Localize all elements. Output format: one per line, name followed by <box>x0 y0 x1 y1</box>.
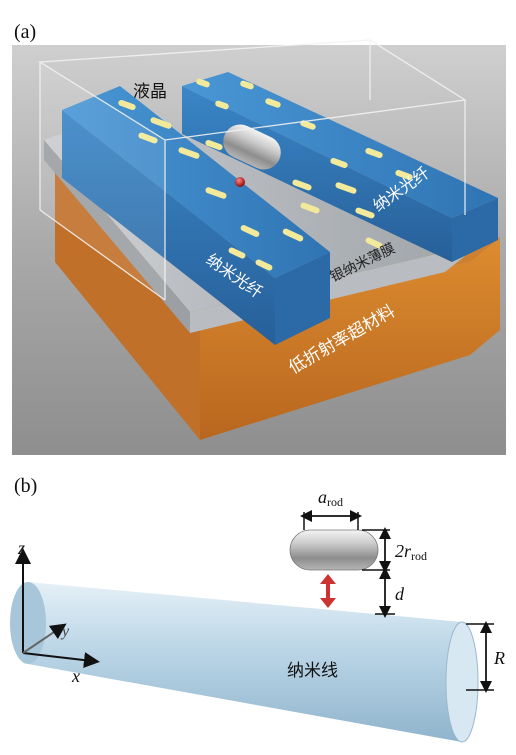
x-axis-label: x <box>71 666 80 686</box>
nanorod-b <box>289 529 379 571</box>
nanowire-label: 纳米线 <box>287 661 338 681</box>
gold-nanorod-a <box>223 124 281 170</box>
radius-dimension <box>466 621 494 693</box>
panel-a: (a) 液晶 纳米光纤 纳米光纤 银纳米薄膜 低折射率超材料 <box>12 21 506 455</box>
nanofiber-left <box>62 86 330 345</box>
red-double-arrow <box>320 574 336 608</box>
nanowire <box>10 582 479 743</box>
red-particle <box>235 177 245 187</box>
panel-b: (b) z y x arod <box>10 475 505 743</box>
y-axis <box>22 623 67 654</box>
panel-b-tag: (b) <box>14 475 37 497</box>
y-axis-label: y <box>60 623 70 640</box>
liquid-crystal-label: 液晶 <box>133 82 167 102</box>
a-rod-dimension <box>300 510 362 530</box>
radius-label: R <box>493 648 505 668</box>
liquid-crystal-molecules <box>118 78 413 271</box>
two-r-rod-label: 2rrod <box>395 541 427 563</box>
d-dimension <box>375 567 395 618</box>
d-label: d <box>395 584 405 604</box>
x-axis <box>22 652 100 669</box>
a-rod-label: arod <box>318 487 343 509</box>
coordinate-axes: z y x <box>15 538 100 686</box>
panel-a-tag: (a) <box>14 21 36 43</box>
liquid-crystal-cell <box>37 39 467 301</box>
z-axis-label: z <box>17 538 25 558</box>
